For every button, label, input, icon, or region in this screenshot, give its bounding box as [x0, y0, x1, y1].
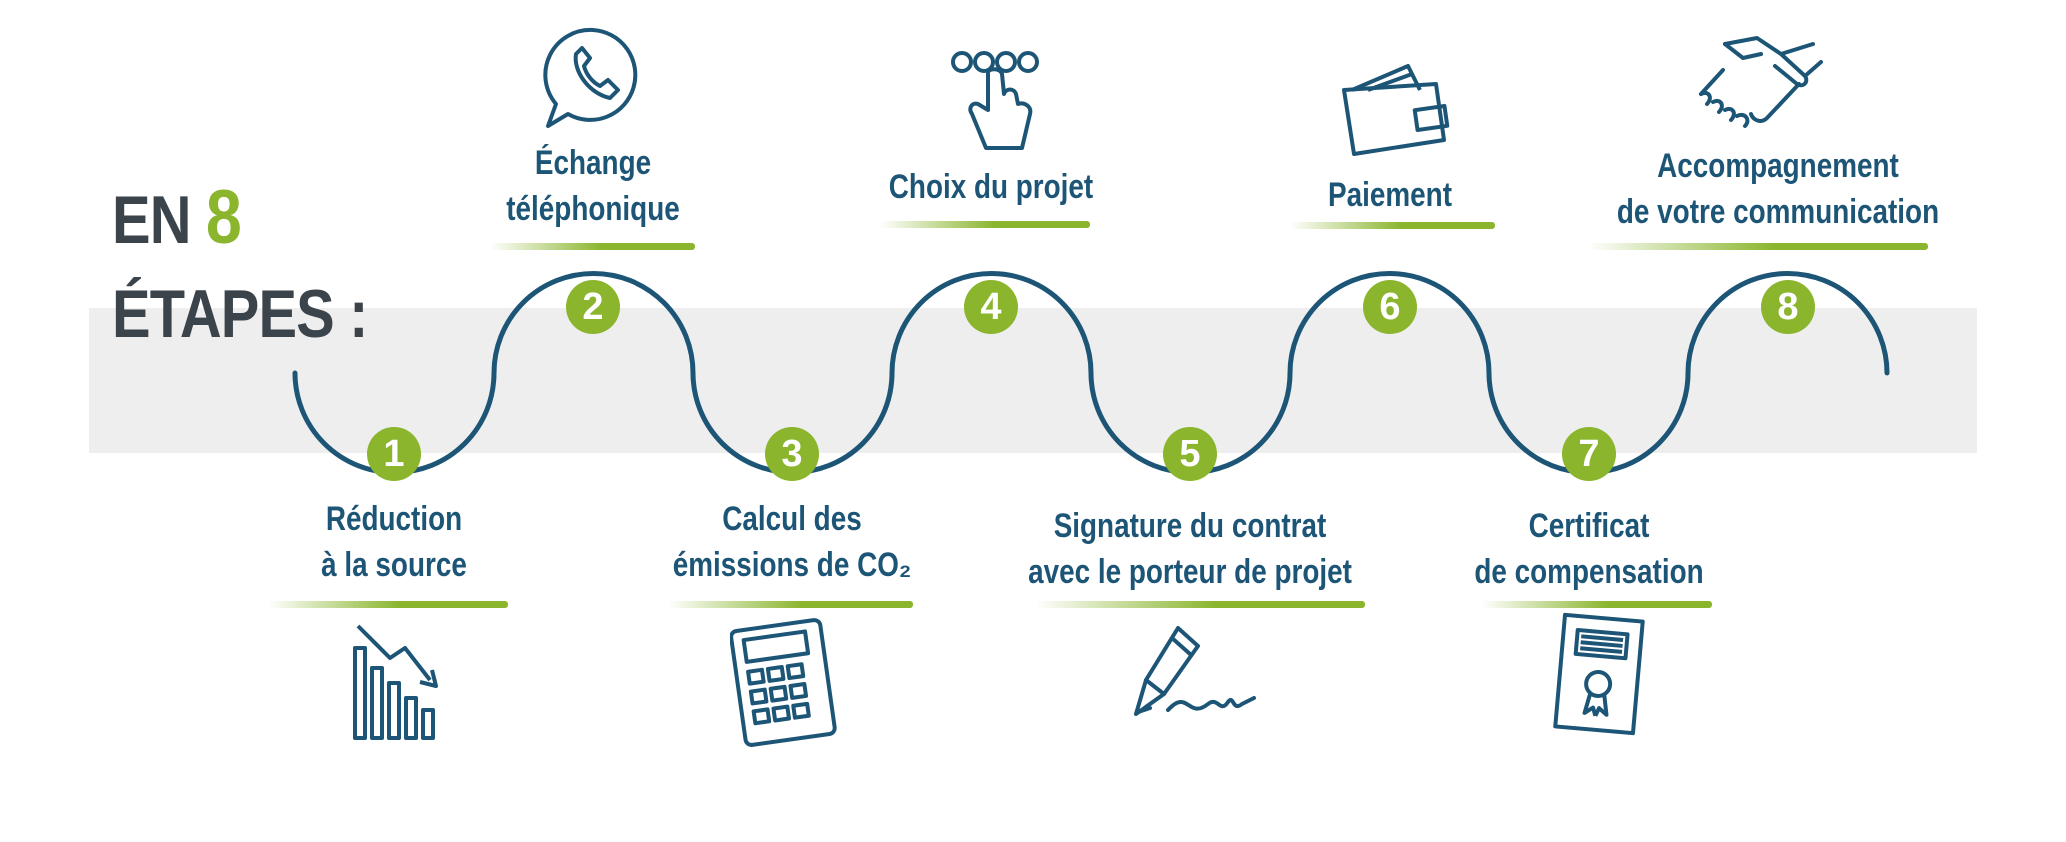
step-6-underline: [1290, 222, 1495, 229]
step-4-underline: [880, 221, 1090, 228]
step-1-label: Réduction à la source: [321, 500, 467, 584]
step-5-label: Signature du contrat avec le porteur de …: [1028, 507, 1352, 591]
step-8-underline: [1588, 243, 1928, 250]
pen-signature-icon: [1134, 626, 1256, 716]
step-3-badge: 3: [765, 427, 819, 481]
step-3-underline: [668, 601, 913, 608]
step-6-badge: 6: [1363, 280, 1417, 334]
step-4-label: Choix du projet: [888, 168, 1094, 206]
step-5-badge: 5: [1163, 427, 1217, 481]
step-4-badge: 4: [964, 280, 1018, 334]
step-5-underline: [1035, 601, 1365, 608]
step-7-underline: [1482, 601, 1712, 608]
phone-bubble-icon: [543, 27, 638, 128]
step-1-badge: 1: [367, 427, 421, 481]
handshake-icon: [1699, 36, 1823, 128]
certificate-icon: [1553, 612, 1645, 736]
step-8-badge: 8: [1761, 280, 1815, 334]
step-1-underline: [268, 601, 508, 608]
step-2-underline: [490, 243, 695, 250]
step-3-label: Calcul des émissions de CO₂: [672, 500, 912, 584]
step-8-label: Accompagnement de votre communication: [1616, 147, 1940, 231]
title-prefix: EN: [112, 182, 191, 258]
title-number: 8: [205, 175, 242, 260]
step-7-label: Certificat de compensation: [1474, 507, 1704, 591]
title-line-1: EN 8: [112, 180, 242, 258]
wallet-icon: [1342, 64, 1450, 156]
step-6-label: Paiement: [1328, 176, 1452, 214]
touch-select-icon: [951, 51, 1039, 150]
step-2-badge: 2: [566, 280, 620, 334]
calculator-icon: [730, 618, 837, 747]
title-line-2: ÉTAPES :: [112, 276, 368, 352]
step-2-label: Échange téléphonique: [506, 144, 680, 228]
declining-chart-icon: [353, 624, 438, 740]
step-7-badge: 7: [1562, 427, 1616, 481]
